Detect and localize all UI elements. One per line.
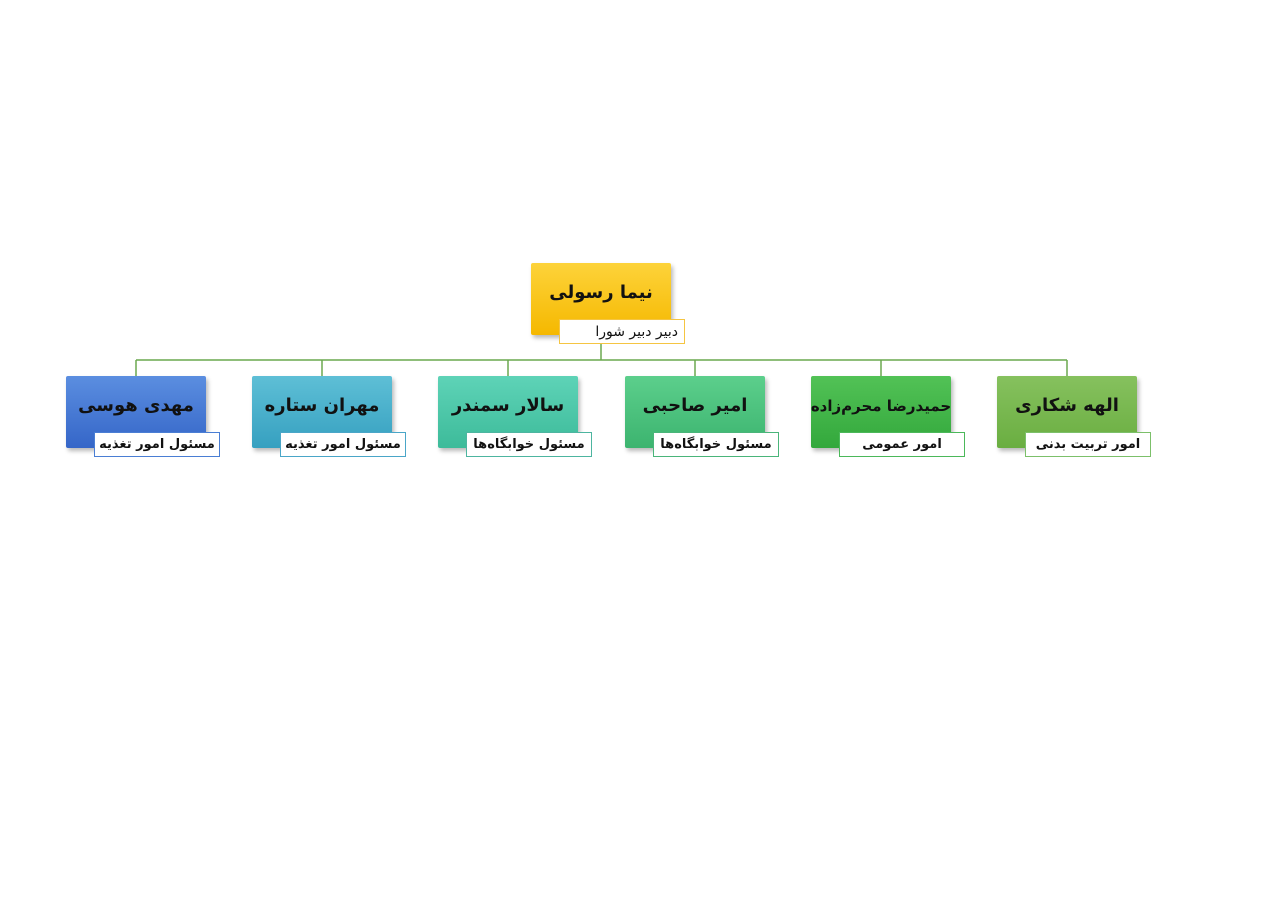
member-name: حمیدرضا محرم‌زاده — [810, 397, 952, 415]
member-name: مهدی هوسی — [78, 395, 194, 416]
root-node[interactable]: نیما رسولی دبیر دبیر شورا — [531, 263, 721, 345]
member-name: مهران ستاره — [264, 395, 380, 416]
member-title: مسئول امور تغذیه — [280, 432, 406, 457]
member-node[interactable]: سالار سمندر مسئول خوابگاه‌ها — [438, 376, 628, 458]
member-node[interactable]: مهدی هوسی مسئول امور تغذیه — [66, 376, 256, 458]
member-node[interactable]: امیر صاحبی مسئول خوابگاه‌ها — [625, 376, 815, 458]
member-title: امور تربیت بدنی — [1025, 432, 1151, 457]
member-node[interactable]: الهه شکاری امور تربیت بدنی — [997, 376, 1187, 458]
member-title: مسئول خوابگاه‌ها — [653, 432, 779, 457]
member-title: مسئول امور تغذیه — [94, 432, 220, 457]
member-node[interactable]: مهران ستاره مسئول امور تغذیه — [252, 376, 442, 458]
member-title: مسئول خوابگاه‌ها — [466, 432, 592, 457]
root-name: نیما رسولی — [549, 282, 653, 303]
member-name: الهه شکاری — [1015, 395, 1119, 416]
member-name: سالار سمندر — [451, 395, 565, 416]
root-title: دبیر دبیر شورا — [559, 319, 685, 344]
member-title: امور عمومی — [839, 432, 965, 457]
member-name: امیر صاحبی — [642, 395, 748, 416]
member-node[interactable]: حمیدرضا محرم‌زاده امور عمومی — [811, 376, 1001, 458]
